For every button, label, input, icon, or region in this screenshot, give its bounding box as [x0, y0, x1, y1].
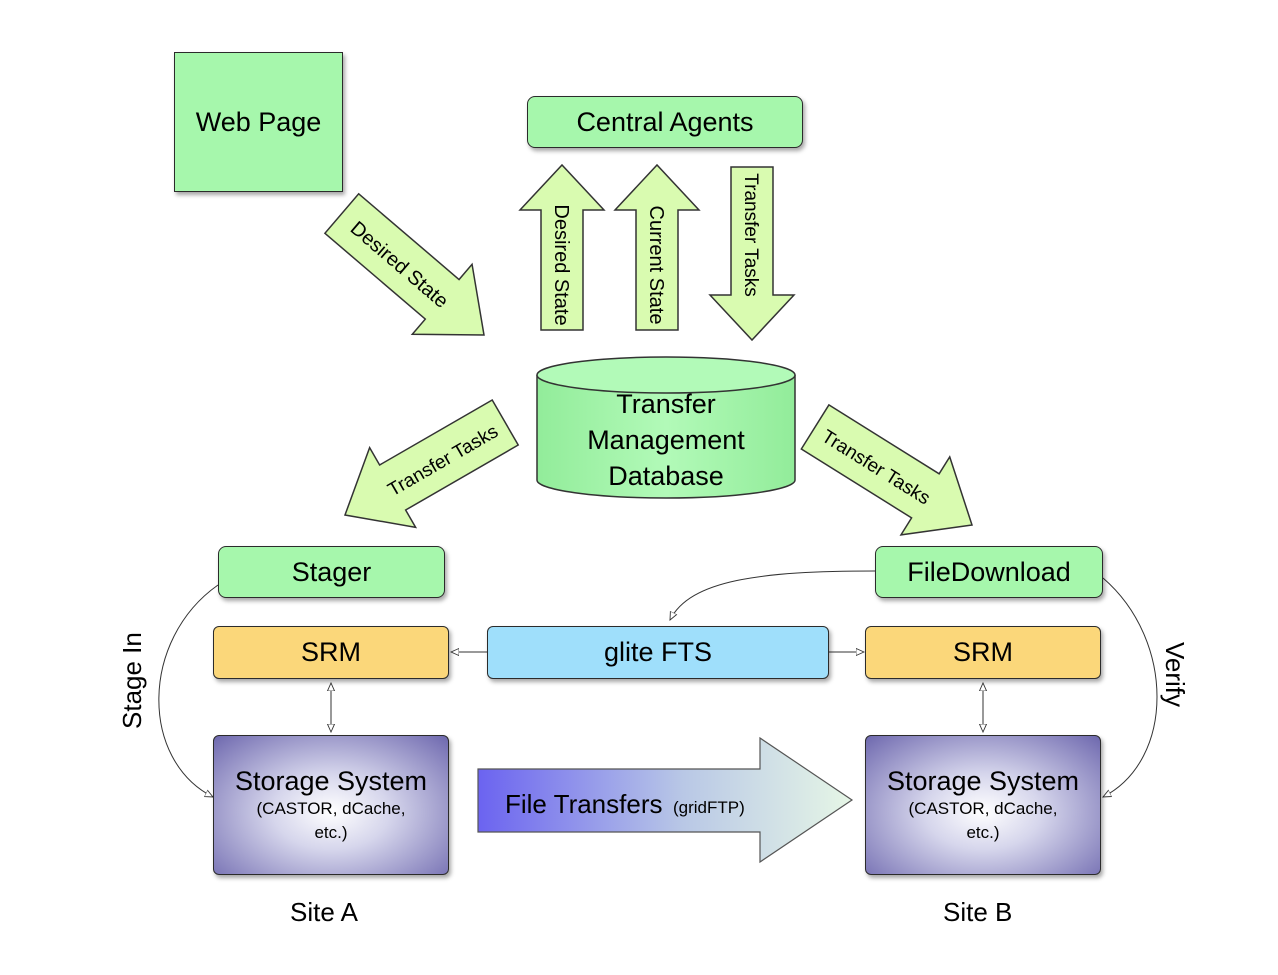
- storage-system-b-line1: (CASTOR, dCache,: [908, 798, 1058, 818]
- desired-state-diagonal-arrow: Desired State: [323, 192, 485, 336]
- web-page-label: Web Page: [195, 106, 322, 137]
- tmdb-line-3: Database: [608, 461, 724, 491]
- desired-state-up-arrow: Desired State: [518, 163, 606, 331]
- stage-in-curve: [158, 584, 219, 797]
- central-agents-node: Central Agents: [527, 96, 803, 148]
- storage-system-site-a-node: Storage System (CASTOR, dCache, etc.): [213, 735, 449, 875]
- svg-text:File Transfers (gridFTP): File Transfers (gridFTP): [505, 789, 745, 819]
- current-state-up-label: Current State: [645, 206, 667, 325]
- transfer-management-database-cylinder: Transfer Management Database: [536, 356, 796, 499]
- srm-site-a-node: SRM: [213, 626, 449, 679]
- current-state-up-arrow: Current State: [613, 163, 701, 331]
- file-transfers-sublabel: (gridFTP): [673, 798, 745, 817]
- tmdb-line-2: Management: [587, 425, 745, 455]
- site-a-label: Site A: [290, 897, 358, 927]
- transfer-tasks-down-arrow: Transfer Tasks: [708, 166, 796, 342]
- stager-node: Stager: [218, 546, 445, 598]
- site-b-label: Site B: [943, 897, 1013, 927]
- transfer-tasks-right-arrow: Transfer Tasks: [800, 403, 973, 536]
- storage-system-site-b-node: Storage System (CASTOR, dCache, etc.): [865, 735, 1101, 875]
- glite-fts-node: glite FTS: [487, 626, 829, 679]
- file-download-label: FileDownload: [907, 556, 1071, 587]
- transfer-tasks-down-label: Transfer Tasks: [740, 173, 761, 297]
- verify-curve: [1103, 577, 1158, 797]
- file-transfers-arrow: File Transfers (gridFTP): [477, 736, 854, 864]
- srm-site-a-label: SRM: [301, 637, 361, 667]
- storage-system-a-line1: (CASTOR, dCache,: [256, 798, 406, 818]
- desired-state-up-label: Desired State: [550, 204, 572, 325]
- stager-label: Stager: [291, 556, 372, 587]
- storage-system-a-title: Storage System: [234, 765, 428, 796]
- storage-system-a-line2: etc.): [314, 822, 348, 842]
- filedownload-to-fts-curve: [670, 570, 876, 620]
- transfer-tasks-left-arrow: Transfer Tasks: [343, 398, 520, 529]
- stage-in-label: Stage In: [117, 632, 147, 729]
- tmdb-line-1: Transfer: [616, 389, 716, 419]
- storage-system-b-title: Storage System: [886, 765, 1080, 796]
- srm-site-b-node: SRM: [865, 626, 1101, 679]
- glite-fts-label: glite FTS: [603, 637, 713, 667]
- file-transfers-label: File Transfers: [505, 789, 663, 819]
- srm-site-b-label: SRM: [953, 637, 1013, 667]
- verify-label: Verify: [1160, 642, 1190, 708]
- central-agents-label: Central Agents: [576, 106, 754, 137]
- storage-system-b-line2: etc.): [966, 822, 1000, 842]
- web-page-node: Web Page: [174, 52, 343, 192]
- file-download-node: FileDownload: [875, 546, 1103, 598]
